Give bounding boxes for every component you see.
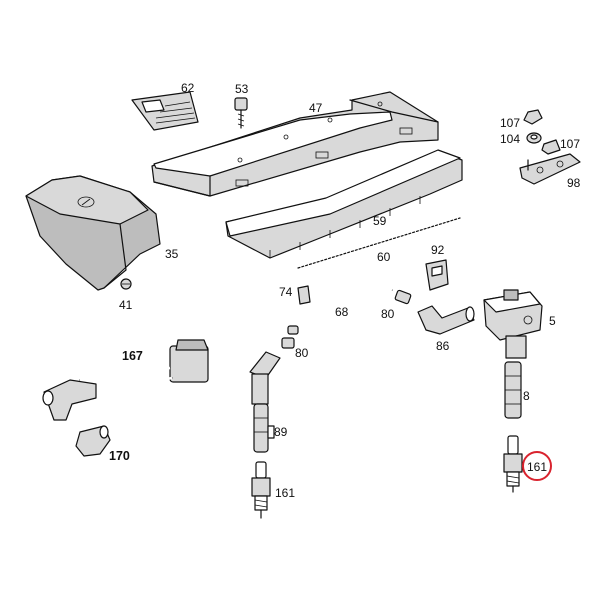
label-47: 47 xyxy=(309,101,323,115)
label-161-right: 161 xyxy=(527,460,548,474)
label-41: 41 xyxy=(119,298,133,312)
part-47-engine-cover[interactable] xyxy=(151,91,439,197)
label-104: 104 xyxy=(500,132,521,146)
part-59-lower-cover[interactable] xyxy=(225,149,463,259)
label-98: 98 xyxy=(567,176,581,190)
label-35: 35 xyxy=(165,247,179,261)
part-92-clip[interactable] xyxy=(425,259,449,291)
part-68-lead[interactable] xyxy=(287,284,393,335)
label-60: 60 xyxy=(377,250,391,264)
label-161-left: 161 xyxy=(275,486,296,500)
part-60-strip[interactable] xyxy=(297,217,461,269)
part-89-plug-lead[interactable] xyxy=(249,351,281,453)
label-107-top: 107 xyxy=(500,116,521,130)
label-107-right: 107 xyxy=(560,137,581,151)
label-5: 5 xyxy=(549,314,556,328)
part-107-nut[interactable] xyxy=(523,109,543,125)
part-80-connector-b[interactable] xyxy=(281,337,295,349)
part-35-side-cover[interactable] xyxy=(25,175,161,291)
label-89: 89 xyxy=(274,425,288,439)
label-92: 92 xyxy=(431,243,445,257)
part-98-bracket[interactable] xyxy=(519,153,581,185)
part-104-washer[interactable] xyxy=(526,132,542,144)
label-80-right: 80 xyxy=(381,307,395,321)
part-167-ignition-lead[interactable] xyxy=(42,339,209,421)
label-53: 53 xyxy=(235,82,249,96)
part-8-extension[interactable] xyxy=(504,361,522,419)
label-167: 167 xyxy=(122,349,143,363)
part-161-spark-plug-left[interactable] xyxy=(251,461,271,519)
part-62-warning-label[interactable] xyxy=(131,91,199,131)
part-74-holder[interactable] xyxy=(297,285,311,305)
part-170-boot[interactable] xyxy=(75,425,111,457)
label-74: 74 xyxy=(279,285,293,299)
highlight-circle xyxy=(522,451,552,481)
label-62: 62 xyxy=(181,81,195,95)
part-53-bolt[interactable] xyxy=(234,97,248,129)
part-41-screw[interactable] xyxy=(120,278,132,290)
part-86-plug-boot[interactable] xyxy=(417,305,475,335)
label-86: 86 xyxy=(436,339,450,353)
part-5-ignition-coil[interactable] xyxy=(483,289,543,359)
part-80-connector-a[interactable] xyxy=(394,289,412,305)
part-107-nut-b[interactable] xyxy=(541,139,561,155)
label-80-left: 80 xyxy=(295,346,309,360)
label-170: 170 xyxy=(109,449,130,463)
part-161-spark-plug-right[interactable] xyxy=(503,435,523,493)
label-68: 68 xyxy=(335,305,349,319)
label-8: 8 xyxy=(523,389,530,403)
label-59: 59 xyxy=(373,214,387,228)
